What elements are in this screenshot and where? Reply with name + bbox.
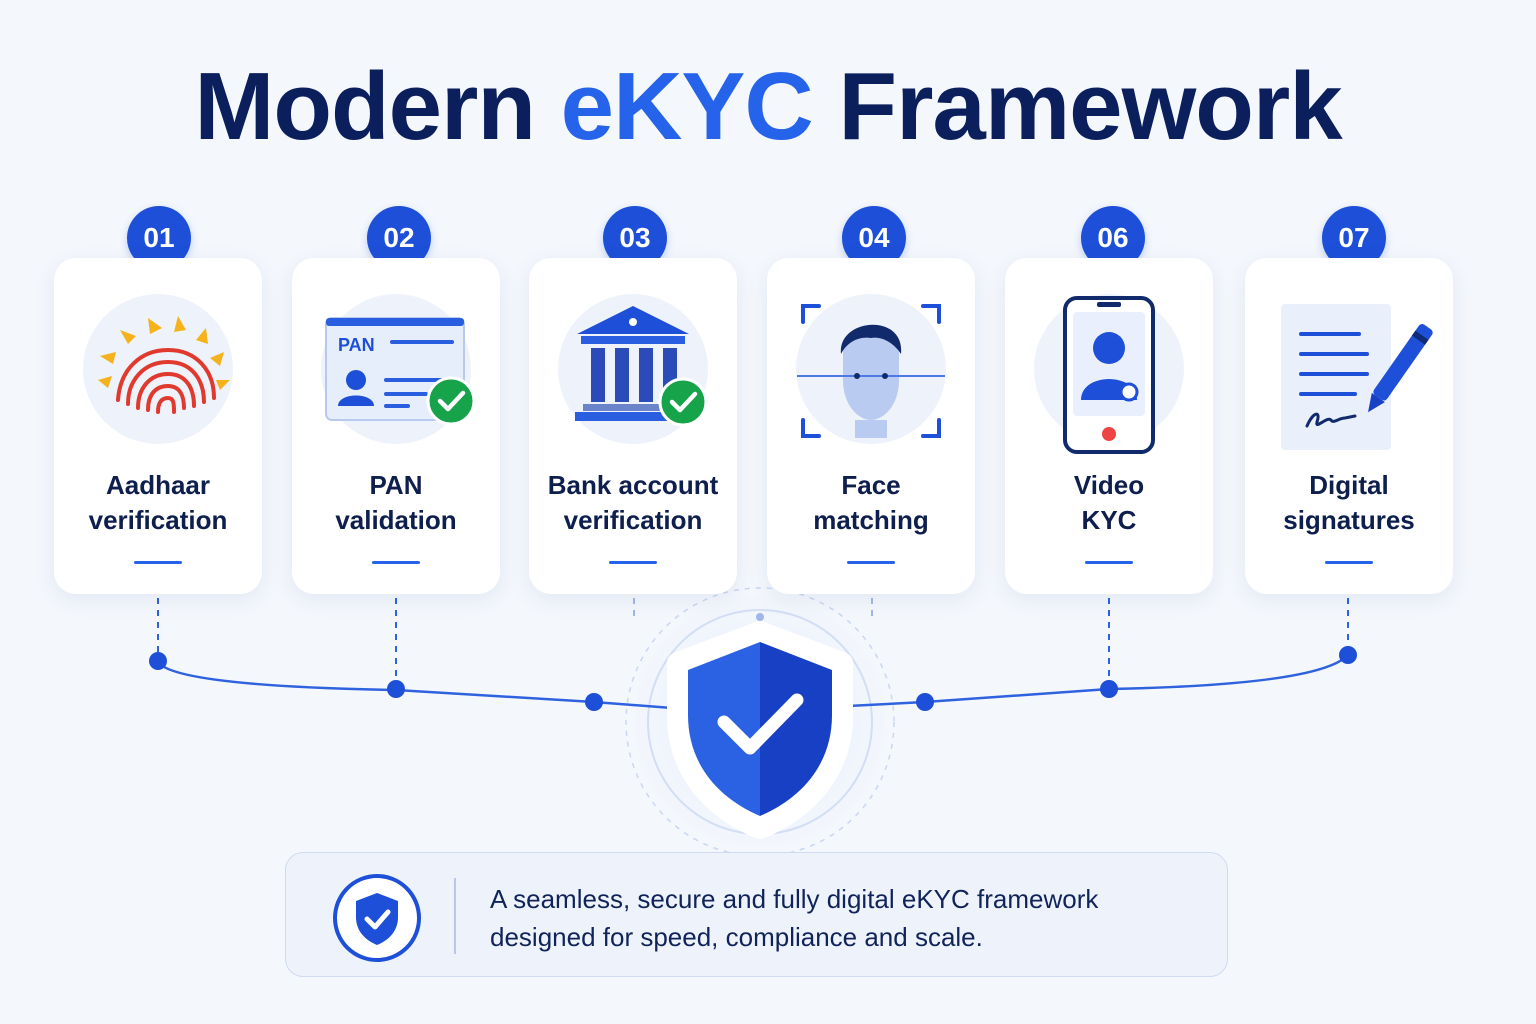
smartphone-video-icon xyxy=(1063,296,1155,454)
card-underline xyxy=(847,561,895,564)
card-underline xyxy=(609,561,657,564)
signature-pen-icon xyxy=(1281,304,1433,450)
step-card-digital-signature[interactable]: Digital signatures xyxy=(1245,258,1453,594)
step-label-line-2: KYC xyxy=(1081,505,1137,535)
step-label-line-2: signatures xyxy=(1283,505,1415,535)
footer-description: A seamless, secure and fully digital eKY… xyxy=(490,880,1210,956)
step-label: Aadhaar verification xyxy=(54,468,262,538)
step-card-face[interactable]: Face matching xyxy=(767,258,975,594)
ring-top-dot xyxy=(756,613,764,621)
step-card-bank[interactable]: Bank account verification xyxy=(529,258,737,594)
step-label-line-1: Digital xyxy=(1309,470,1389,500)
card-underline xyxy=(1325,561,1373,564)
page-title: Modern eKYC Framework xyxy=(0,52,1536,162)
card-underline xyxy=(372,561,420,564)
shield-check-icon xyxy=(667,621,853,839)
footer-line-1: A seamless, secure and fully digital eKY… xyxy=(490,884,1099,914)
step-label-line-1: Video xyxy=(1073,470,1145,500)
step-label-line-2: matching xyxy=(813,505,929,535)
record-indicator-icon xyxy=(1102,427,1116,441)
check-badge-icon xyxy=(658,377,708,427)
step-label-line-2: verification xyxy=(563,505,703,535)
step-label-line-1: Bank account xyxy=(547,470,719,500)
title-accent: eKYC xyxy=(560,53,814,160)
connector-nodes xyxy=(149,646,1357,711)
summary-footer: A seamless, secure and fully digital eKY… xyxy=(285,852,1228,977)
step-label-line-2: validation xyxy=(335,505,457,535)
dashed-drop-lines xyxy=(157,598,1349,688)
bank-icon xyxy=(575,306,708,427)
card-underline xyxy=(1085,561,1133,564)
step-label: Face matching xyxy=(767,468,975,538)
card-underline xyxy=(134,561,182,564)
step-label-line-2: verification xyxy=(88,505,228,535)
check-badge-icon xyxy=(426,376,476,426)
step-label-line-1: Face xyxy=(841,470,901,500)
pan-label: PAN xyxy=(338,335,375,355)
step-card-aadhaar[interactable]: Aadhaar verification xyxy=(54,258,262,594)
step-label: PAN validation xyxy=(292,468,500,538)
title-part-2: Framework xyxy=(812,53,1342,160)
step-label-line-1: Aadhaar xyxy=(105,470,211,500)
left-connector xyxy=(156,661,673,710)
step-label-line-1: PAN xyxy=(369,470,423,500)
shield-check-icon xyxy=(333,874,421,962)
footer-divider xyxy=(454,878,456,954)
pen-icon xyxy=(1368,324,1433,413)
face-scan-icon xyxy=(797,304,945,438)
footer-line-2: designed for speed, compliance and scale… xyxy=(490,922,983,952)
step-label: Bank account verification xyxy=(529,468,737,538)
step-label: Digital signatures xyxy=(1245,468,1453,538)
title-part-1: Modern xyxy=(194,53,561,160)
fingerprint-icon xyxy=(98,316,230,414)
step-card-pan[interactable]: PAN PAN validation xyxy=(292,258,500,594)
pan-card-icon: PAN xyxy=(325,317,476,426)
